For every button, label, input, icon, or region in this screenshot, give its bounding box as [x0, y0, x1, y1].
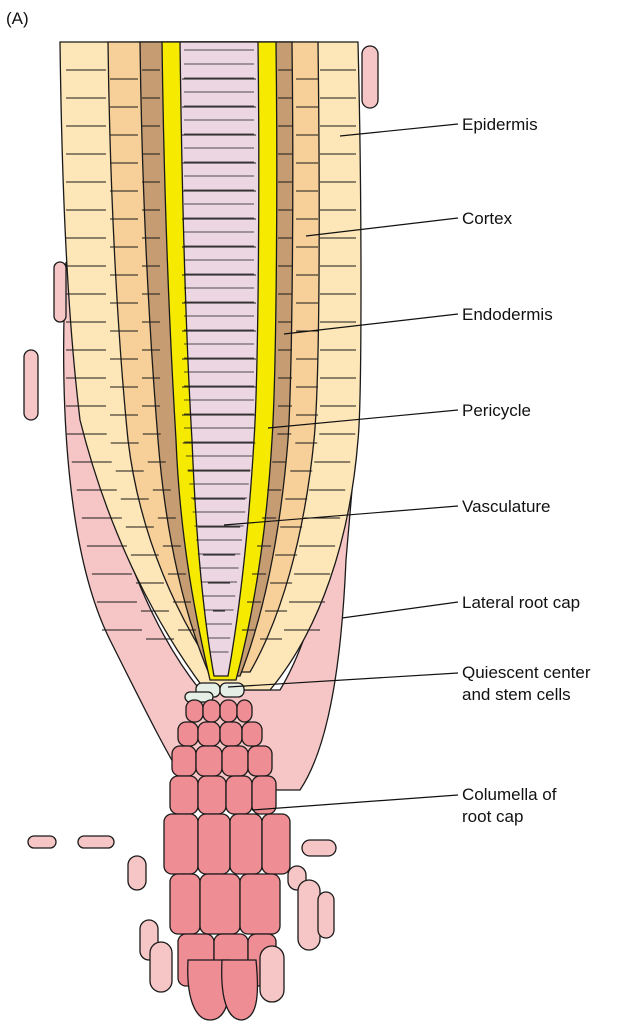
leader-lateral-root-cap	[342, 602, 458, 618]
columella-cell	[172, 746, 196, 776]
sloughed-cap-cell	[54, 262, 66, 322]
labels: Epidermis Cortex Endodermis Pericycle Va…	[462, 115, 595, 826]
label-lateral-root-cap: Lateral root cap	[462, 593, 580, 612]
sloughed-cap-cell	[28, 836, 56, 848]
columella-cell	[230, 814, 262, 874]
columella-cell	[196, 746, 222, 776]
label-vasculature: Vasculature	[462, 497, 551, 516]
sloughed-cap-cell	[302, 840, 336, 856]
sloughed-cap-cell	[24, 350, 38, 420]
columella-cell	[186, 700, 203, 722]
columella-cell	[262, 814, 290, 874]
columella-cell	[220, 700, 237, 722]
columella-cell	[242, 722, 262, 746]
columella-cell	[222, 746, 248, 776]
columella-cell	[170, 776, 198, 814]
label-quiescent-center: Quiescent center and stem cells	[462, 663, 595, 704]
sloughed-cap-cell	[128, 856, 146, 890]
sloughed-cap-cell	[260, 946, 284, 1002]
sloughed-cap-cell	[298, 880, 320, 950]
label-endodermis: Endodermis	[462, 305, 553, 324]
columella-cell	[203, 700, 220, 722]
columella-cell	[248, 746, 272, 776]
columella-cell	[178, 722, 198, 746]
sloughed-cap-cell	[78, 836, 114, 848]
label-pericycle: Pericycle	[462, 401, 531, 420]
sloughed-cap-cell	[150, 942, 172, 992]
panel-label: (A)	[6, 9, 29, 28]
columella-cell	[220, 722, 242, 746]
root-tissue	[24, 42, 378, 1020]
columella-cell	[198, 776, 226, 814]
columella-cell	[198, 722, 220, 746]
sloughed-cap-cell	[362, 46, 378, 108]
columella-cell	[240, 874, 280, 934]
label-epidermis: Epidermis	[462, 115, 538, 134]
leader-columella	[252, 795, 458, 810]
columella-cell	[222, 960, 258, 1020]
columella-cell	[170, 874, 200, 934]
columella-cell	[226, 776, 252, 814]
qc-cell	[220, 683, 244, 697]
sloughed-cap-cell	[318, 892, 334, 938]
columella-cell	[237, 700, 252, 722]
columella-cell	[200, 874, 240, 934]
label-cortex: Cortex	[462, 209, 513, 228]
columella-cell	[198, 814, 230, 874]
label-columella: Columella of root cap	[462, 785, 561, 826]
columella-cell	[164, 814, 198, 874]
